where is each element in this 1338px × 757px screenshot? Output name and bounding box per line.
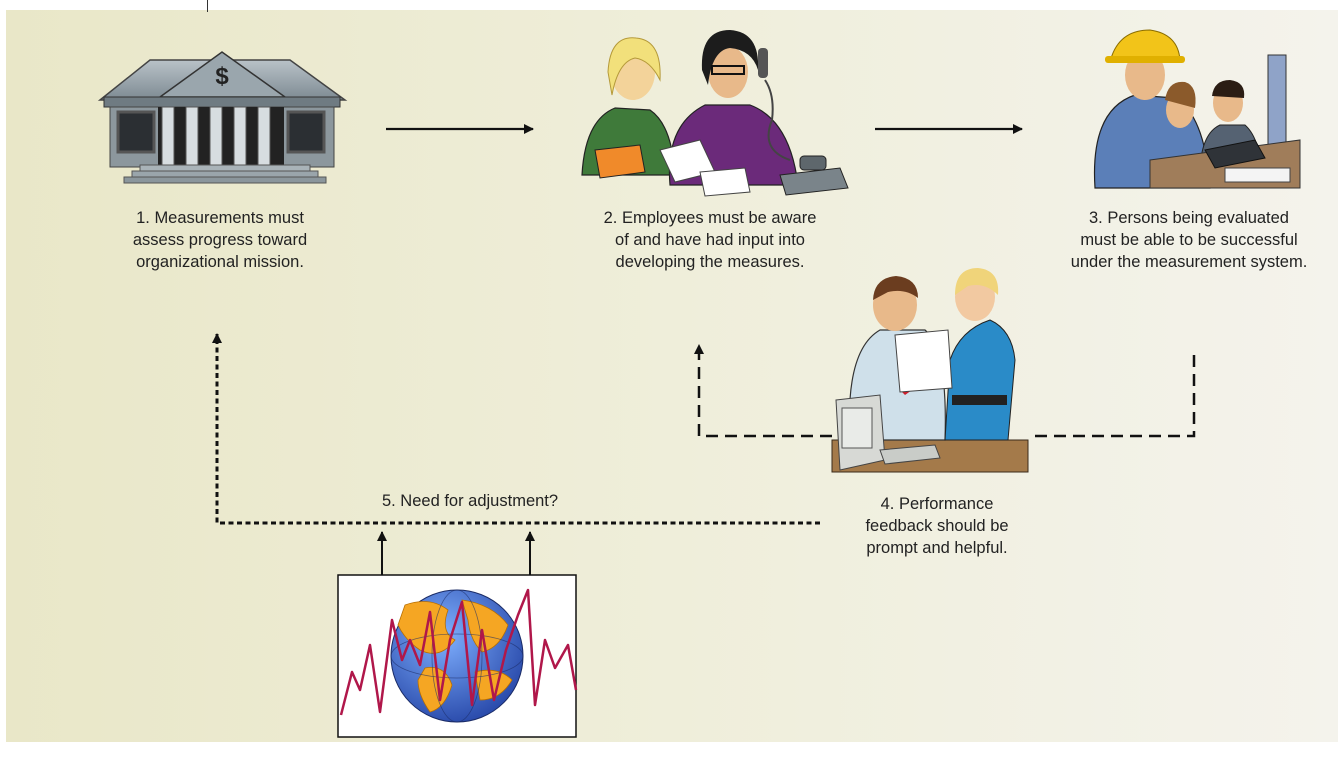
coworkers-reviewing-paper-icon <box>831 268 1029 473</box>
page-edge-mark <box>207 0 208 12</box>
step-4-caption: 4. Performance feedback should be prompt… <box>837 493 1037 559</box>
workers-at-computer-icon <box>1093 29 1301 189</box>
step-3-caption: 3. Persons being evaluated must be able … <box>1040 207 1338 273</box>
step-2-line-3: developing the measures. <box>615 253 805 271</box>
step-3-line-3: under the measurement system. <box>1070 253 1308 271</box>
step-2-line-2: of and have had input into <box>615 231 805 249</box>
svg-text:$: $ <box>215 63 229 90</box>
step-3-line-1: Persons being evaluated <box>1107 209 1289 227</box>
step-2-caption: 2. Employees must be aware of and have h… <box>565 207 855 273</box>
step-2-line-1: Employees must be aware <box>621 209 817 227</box>
step-1-caption: 1. Measurements must assess progress tow… <box>90 207 350 273</box>
feedback-loop-dashed-path <box>694 344 1196 438</box>
step-3-number: 3. <box>1089 209 1103 227</box>
step-1-line-2: assess progress toward <box>132 231 308 249</box>
step-3-line-2: must be able to be successful <box>1080 231 1298 249</box>
step-4-number: 4. <box>880 495 895 513</box>
step-1-number: 1. <box>136 209 150 227</box>
step-4-line-1: Performance <box>898 495 994 513</box>
employees-on-phone-icon <box>581 30 849 197</box>
step-1-line-3: organizational mission. <box>136 253 304 271</box>
step-5-line-1: Need for adjustment? <box>400 492 559 510</box>
step-4-line-2: feedback should be <box>865 517 1009 535</box>
step-5-caption: 5. Need for adjustment? <box>320 490 620 512</box>
bank-building-icon: $ <box>97 51 348 184</box>
step-2-number: 2. <box>603 209 618 227</box>
step-4-line-3: prompt and helpful. <box>866 539 1008 557</box>
step-1-line-1: Measurements must <box>154 209 304 227</box>
globe-with-fluctuating-line-icon <box>337 574 578 738</box>
step-5-number: 5. <box>381 492 396 510</box>
